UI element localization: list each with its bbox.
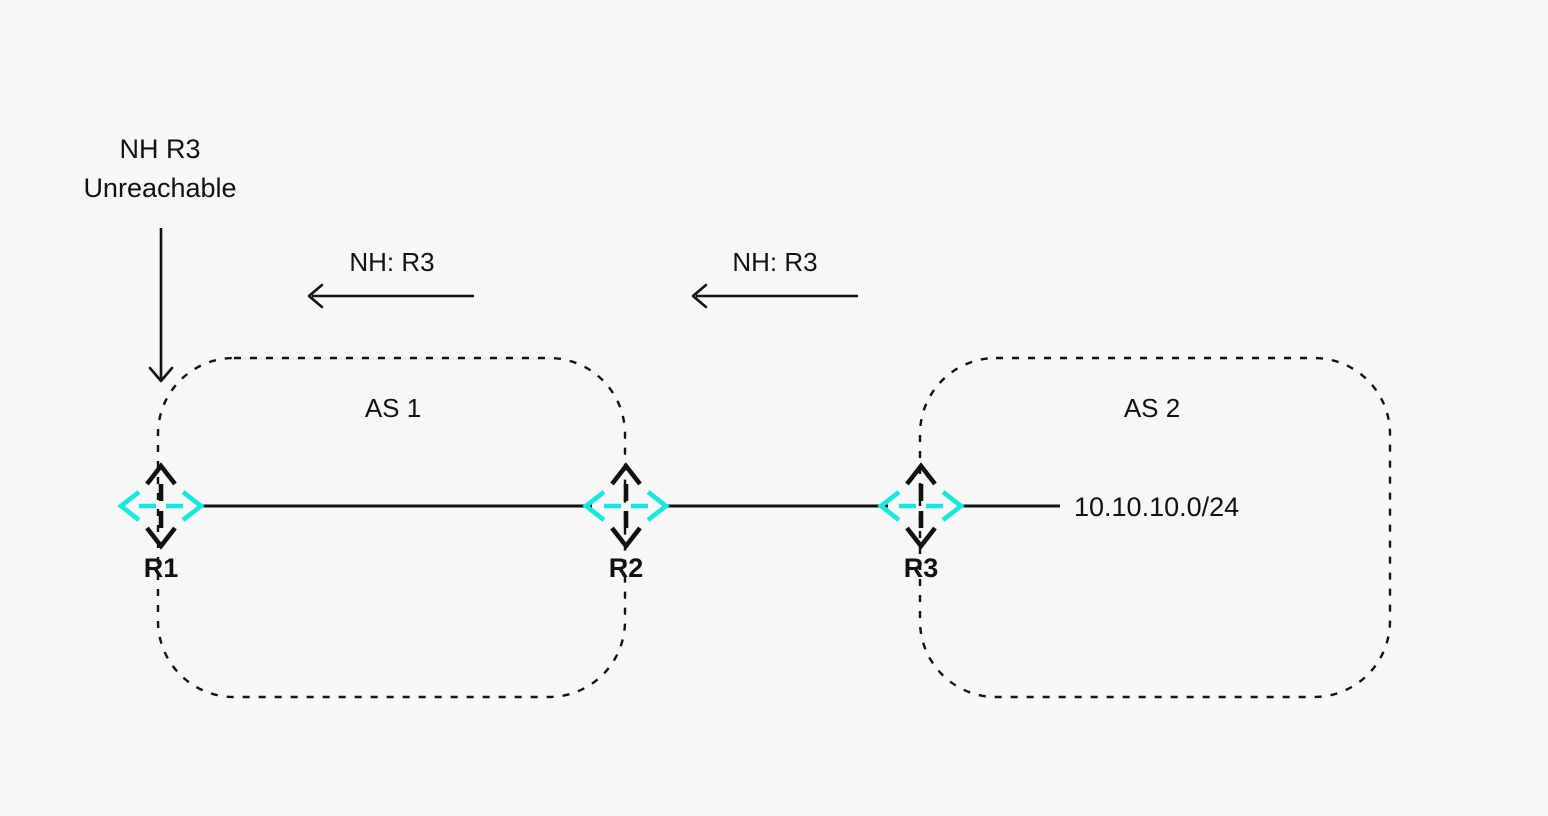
- router-label-r1: R1: [144, 553, 179, 583]
- flow-arrow-r2-to-r1: [307, 283, 474, 309]
- as-boundary-as2: [918, 356, 1392, 699]
- network-prefix-label: 10.10.10.0/24: [1074, 492, 1239, 522]
- router-icon-r2[interactable]: [582, 462, 670, 550]
- router-label-r2: R2: [609, 553, 644, 583]
- unreachable-note-line2: Unreachable: [83, 173, 236, 203]
- flow-label-r2-to-r1: NH: R3: [349, 247, 434, 277]
- as-label-as1: AS 1: [365, 393, 421, 423]
- flow-label-r3-to-r2: NH: R3: [732, 247, 817, 277]
- router-icon-r3[interactable]: [877, 462, 965, 550]
- router-icon-r1[interactable]: [117, 462, 205, 550]
- unreachable-note-line1: NH R3: [119, 134, 200, 164]
- as-boundary-as1: [156, 356, 627, 699]
- unreachable-pointer-arrow: [148, 228, 174, 383]
- flow-arrow-r3-to-r2: [691, 283, 858, 309]
- router-label-r3: R3: [904, 553, 939, 583]
- as-label-as2: AS 2: [1124, 393, 1180, 423]
